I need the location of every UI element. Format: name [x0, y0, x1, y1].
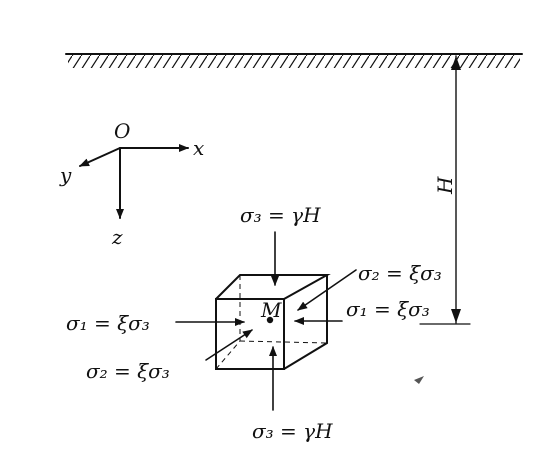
depth-label: H	[433, 176, 457, 195]
stress-arrows	[175, 231, 357, 411]
depth-dimension: H	[419, 55, 471, 325]
point-m-dot	[266, 316, 274, 324]
soil-element-cube: M	[215, 274, 331, 370]
stress-right-label: σ₁ = ξσ₃	[346, 297, 430, 321]
axis-origin-label: O	[114, 119, 130, 143]
point-m-label: M	[260, 298, 282, 322]
axis-x-label: x	[193, 136, 204, 160]
ground-surface	[65, 53, 523, 68]
scan-speck	[414, 376, 424, 384]
stress-back-label: σ₂ = ξσ₃	[358, 261, 442, 285]
coordinate-axes: O x y z	[59, 119, 204, 249]
stress-front-label: σ₂ = ξσ₃	[86, 359, 170, 383]
axis-y-label: y	[59, 163, 72, 187]
axis-z-label: z	[111, 225, 123, 249]
stress-top-label: σ₃ = γH	[240, 203, 321, 227]
stress-labels: σ₃ = γH σ₃ = γH σ₁ = ξσ₃ σ₁ = ξσ₃ σ₂ = ξ…	[66, 203, 442, 443]
stress-left-label: σ₁ = ξσ₃	[66, 311, 150, 335]
stress-bottom-label: σ₃ = γH	[252, 419, 333, 443]
